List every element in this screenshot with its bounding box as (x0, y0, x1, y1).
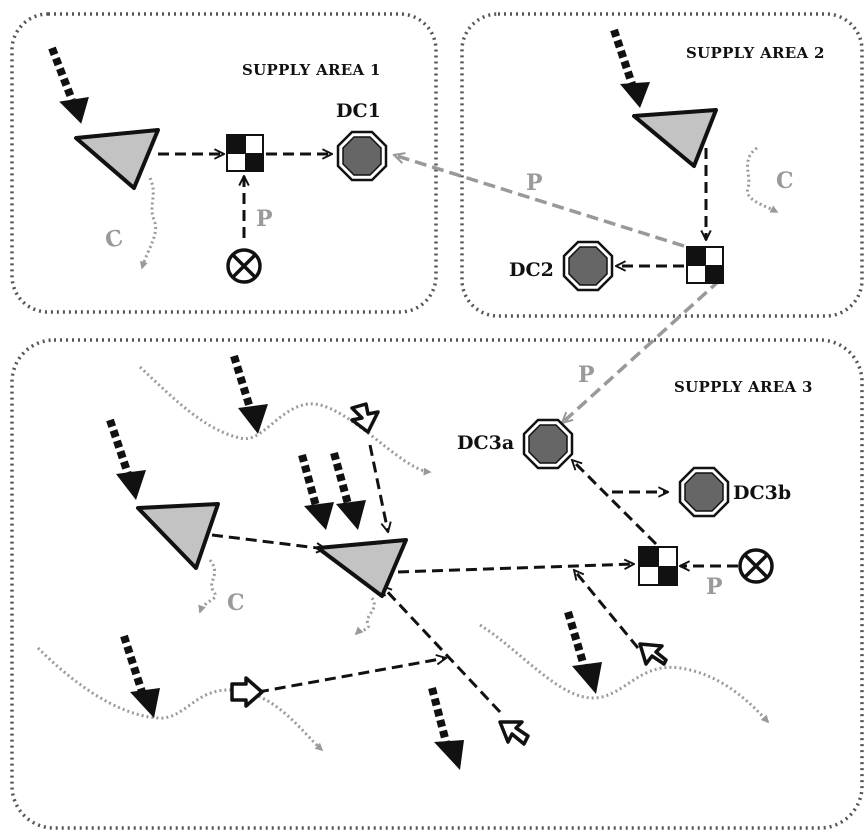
inflow-arrow (230, 354, 268, 434)
supply-area-3-title: SUPPLY AREA 3 (674, 378, 813, 396)
consumption-route (138, 365, 432, 476)
consumption-label: C (227, 590, 245, 616)
consumption-arrow (354, 597, 376, 636)
production-flow (562, 278, 722, 423)
consumption-route (479, 623, 770, 724)
dc3a-label: DC3a (457, 432, 514, 454)
hollow-inflow-arrow (498, 720, 530, 746)
hollow-inflow-arrow (350, 402, 380, 434)
production-label: P (706, 574, 723, 600)
inflow-arrow (610, 28, 650, 108)
hollow-inflow-arrow (638, 642, 668, 666)
consumption-label: C (103, 225, 126, 254)
production-source-icon (738, 548, 774, 584)
inflow-arrow (48, 46, 89, 124)
inflow-arrow (120, 634, 160, 718)
supply-area-1-border (10, 12, 438, 314)
dc1-label: DC1 (336, 100, 381, 122)
consumption-label: C (776, 168, 794, 194)
production-flow (394, 155, 685, 248)
transport-arrow (257, 658, 446, 694)
dc2-label: DC2 (509, 259, 554, 281)
hollow-inflow-arrow (230, 676, 264, 708)
supply-triangle (632, 108, 718, 168)
production-source-icon (226, 248, 262, 284)
transport-arrow (397, 564, 634, 574)
transport-arrow (211, 533, 326, 549)
dc2-octagon (562, 240, 614, 292)
consumption-arrow (140, 177, 157, 270)
transport-arrow (368, 444, 388, 532)
dc1-octagon (336, 130, 388, 182)
inflow-arrow (330, 451, 366, 530)
consumption-route (36, 646, 324, 752)
dc3a-octagon (522, 418, 574, 470)
supply-area-3-border (10, 338, 864, 830)
dc3b-octagon (678, 466, 730, 518)
transport-arrow (574, 570, 640, 649)
transport-arrow (572, 460, 658, 546)
junction-box (226, 134, 264, 172)
inflow-arrow (564, 610, 602, 694)
inflow-arrow (106, 418, 146, 500)
junction-box (638, 546, 678, 586)
production-label: P (578, 362, 595, 388)
supply-triangle (74, 128, 160, 190)
transport-arrow (382, 586, 502, 714)
dc3b-label: DC3b (733, 482, 791, 504)
supply-area-2-border (460, 12, 864, 318)
supply-area-1-title: SUPPLY AREA 1 (242, 61, 381, 79)
supply-triangle (136, 502, 220, 570)
supply-triangle (316, 538, 408, 598)
junction-box (686, 246, 724, 284)
inflow-arrow (298, 453, 334, 530)
inflow-arrow (428, 686, 464, 770)
production-label: P (256, 206, 273, 232)
production-label: P (526, 170, 543, 196)
supply-area-2-title: SUPPLY AREA 2 (686, 44, 825, 62)
consumption-arrow (198, 559, 217, 614)
consumption-arrow (746, 146, 779, 214)
